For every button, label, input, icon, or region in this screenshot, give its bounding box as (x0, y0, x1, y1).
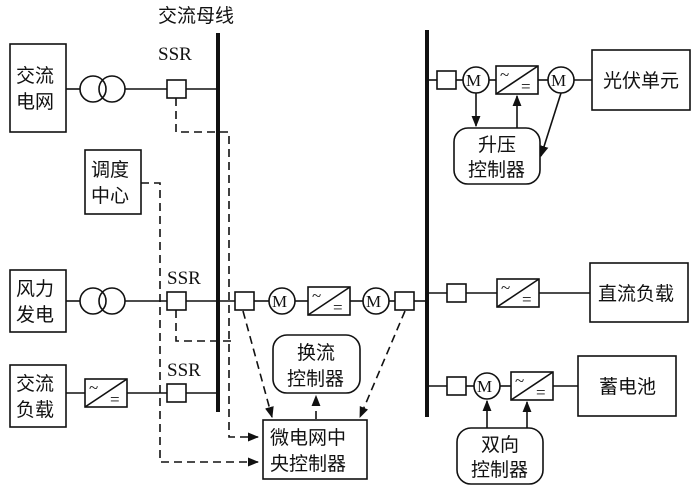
svg-text:发电: 发电 (16, 304, 54, 326)
svg-text:交流: 交流 (16, 65, 54, 87)
svg-text:M: M (272, 292, 287, 311)
ac-side-switch (234, 291, 255, 311)
svg-text:蓄电池: 蓄电池 (599, 376, 656, 398)
svg-text:直流负载: 直流负载 (598, 283, 674, 305)
svg-text:~: ~ (500, 65, 509, 84)
svg-text:~: ~ (515, 371, 524, 390)
ac-dc-converter-icon: ~ = (84, 378, 128, 409)
svg-text:M: M (477, 377, 492, 396)
ac-grid-block: 交流 电网 (9, 43, 67, 133)
central-controller-block: 微电网中 央控制器 (262, 419, 368, 480)
svg-text:交流: 交流 (16, 373, 54, 395)
svg-text:=: = (110, 390, 120, 409)
pv-switch (436, 70, 457, 90)
battery-block: 蓄电池 (577, 355, 677, 417)
ac-dc-converter-icon: ~ = (510, 371, 554, 402)
svg-text:~: ~ (312, 286, 321, 305)
ssr-label: SSR (158, 44, 192, 65)
svg-text:双向: 双向 (481, 434, 519, 456)
svg-text:M: M (366, 292, 381, 311)
dc-switch-signal-line (359, 310, 406, 419)
battery-switch (446, 376, 467, 396)
transformer-icon (79, 287, 126, 315)
ac-switch-signal-line (242, 310, 274, 419)
boost-controller-block: 升压 控制器 (453, 127, 541, 185)
dc-load-switch (446, 283, 467, 303)
dc-load-block: 直流负载 (589, 262, 689, 323)
meter-icon: M (268, 287, 296, 315)
dc-side-switch (394, 291, 415, 311)
wind-power-block: 风力 发电 (9, 269, 67, 333)
svg-text:=: = (521, 77, 531, 96)
svg-text:=: = (522, 290, 532, 309)
pv-unit-block: 光伏单元 (591, 49, 691, 111)
svg-text:控制器: 控制器 (471, 459, 528, 481)
meter-icon: M (362, 287, 390, 315)
svg-text:负载: 负载 (16, 399, 54, 421)
svg-text:调度: 调度 (91, 159, 129, 181)
svg-text:电网: 电网 (16, 91, 54, 113)
svg-text:风力: 风力 (16, 278, 54, 300)
svg-text:控制器: 控制器 (468, 159, 525, 181)
ac-load-block: 交流 负载 (9, 364, 67, 428)
ssr-switch (166, 79, 187, 99)
meter-icon: M (473, 372, 501, 400)
ssr-switch (166, 291, 187, 311)
ac-dc-converter-icon: ~ = (307, 286, 351, 317)
svg-text:~: ~ (501, 278, 510, 297)
svg-text:光伏单元: 光伏单元 (603, 70, 679, 92)
ac-bus-label: 交流母线 (158, 5, 234, 27)
svg-text:=: = (536, 383, 546, 402)
dc-dc-converter-icon: ~ = (495, 65, 539, 96)
svg-text:=: = (333, 298, 343, 317)
transformer-icon (79, 75, 126, 103)
meter-icon: M (547, 66, 575, 94)
bidirectional-controller-block: 双向 控制器 (456, 427, 544, 485)
svg-text:M: M (551, 71, 566, 90)
svg-text:中心: 中心 (91, 185, 129, 207)
svg-text:~: ~ (89, 378, 98, 397)
converter-controller-block: 换流 控制器 (272, 334, 361, 394)
ssr-label: SSR (167, 360, 201, 381)
svg-text:控制器: 控制器 (287, 368, 344, 390)
svg-text:M: M (466, 71, 481, 90)
ssr-label: SSR (167, 268, 201, 289)
ssr-switch (166, 383, 187, 403)
ac-dc-converter-icon: ~ = (496, 278, 540, 309)
svg-text:央控制器: 央控制器 (270, 453, 346, 475)
svg-text:升压: 升压 (478, 134, 516, 156)
meter-icon: M (462, 66, 490, 94)
svg-text:换流: 换流 (297, 342, 335, 364)
ssr-wind-signal-line (175, 310, 235, 342)
dispatch-signal-line (141, 182, 260, 467)
svg-text:微电网中: 微电网中 (270, 427, 346, 449)
dispatch-center-block: 调度 中心 (84, 149, 142, 215)
